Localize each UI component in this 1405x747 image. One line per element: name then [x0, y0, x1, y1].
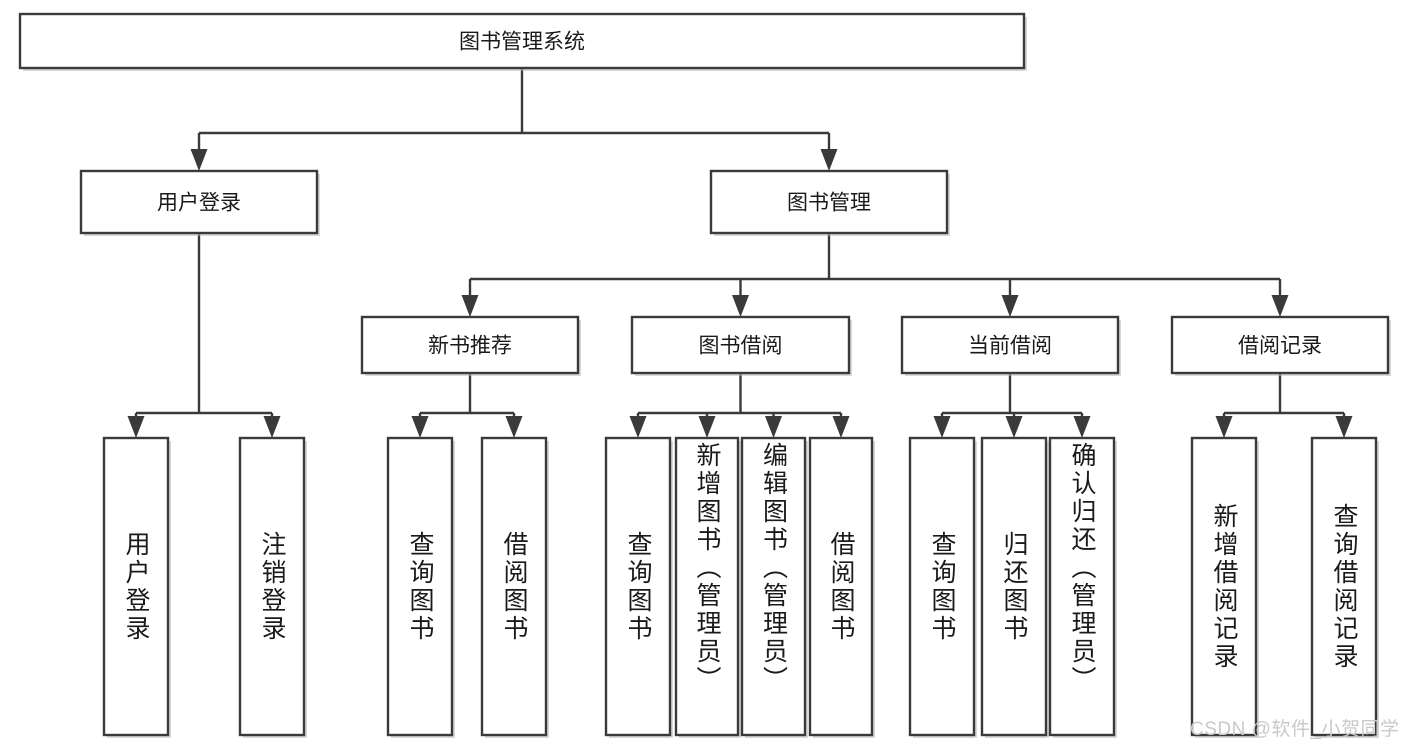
leafgroup-1-to-leaf-0-arrowhead	[411, 416, 429, 438]
leafgroup-4-to-leaf-0-arrowhead	[1215, 416, 1233, 438]
leaf-node-9[interactable]	[980, 436, 1048, 737]
leafgroup-2-to-leaf-2-arrowhead	[765, 416, 782, 438]
connectors-layer	[127, 68, 1353, 438]
leafgroup-3-to-leaf-0-arrowhead	[933, 416, 951, 438]
leafgroup-2-to-leaf-3-arrowhead	[832, 416, 850, 438]
leaf-node-6[interactable]	[740, 436, 807, 737]
node-level3-label-3: 借阅记录	[1238, 335, 1322, 358]
root-to-level2-1-arrowhead	[820, 149, 838, 171]
leaf-node-7[interactable]	[808, 436, 874, 737]
leafgroup-3-to-leaf-2-arrowhead	[1073, 416, 1091, 438]
node-level3-label-1: 图书借阅	[699, 335, 783, 358]
leafgroup-2-to-leaf-0-arrowhead	[629, 416, 647, 438]
node-level3-0[interactable]	[360, 315, 580, 375]
leaf-node-10[interactable]	[1048, 436, 1116, 737]
level2-to-level3-0-arrowhead	[461, 295, 479, 317]
leaf-node-5[interactable]	[674, 436, 740, 737]
node-level3-2[interactable]	[900, 315, 1120, 375]
leaf-node-11[interactable]	[1190, 436, 1258, 737]
leaf-node-3[interactable]	[480, 436, 548, 737]
boxes-layer	[18, 12, 1391, 738]
leafgroup-3-to-leaf-1-arrowhead	[1005, 416, 1023, 438]
leaf-node-2[interactable]	[386, 436, 454, 737]
node-level3-3[interactable]	[1170, 315, 1390, 375]
level2-to-level3-3-arrowhead	[1271, 295, 1289, 317]
leaf-node-12[interactable]	[1310, 436, 1378, 737]
leafgroup-1-to-leaf-1-arrowhead	[505, 416, 523, 438]
node-root[interactable]	[18, 12, 1026, 70]
node-level3-label-0: 新书推荐	[428, 335, 512, 358]
leaf-node-1[interactable]	[238, 436, 306, 737]
node-level2-1[interactable]	[709, 169, 949, 235]
node-root-label: 图书管理系统	[459, 31, 585, 54]
leafgroup-2-to-leaf-1-arrowhead	[698, 416, 716, 438]
node-level2-label-0: 用户登录	[157, 192, 241, 215]
leaf-node-0[interactable]	[102, 436, 170, 737]
node-level2-label-1: 图书管理	[787, 192, 871, 215]
level2-to-level3-2-arrowhead	[1001, 295, 1019, 317]
leafgroup-0-to-leaf-1-arrowhead	[263, 416, 281, 438]
leafgroup-0-to-leaf-0-arrowhead	[127, 416, 145, 438]
root-to-level2-0-arrowhead	[190, 149, 208, 171]
node-level2-0[interactable]	[79, 169, 319, 235]
leaf-node-4[interactable]	[604, 436, 672, 737]
node-level3-1[interactable]	[630, 315, 851, 375]
node-level3-label-2: 当前借阅	[968, 335, 1052, 358]
leafgroup-4-to-leaf-1-arrowhead	[1335, 416, 1353, 438]
level2-to-level3-1-arrowhead	[732, 295, 749, 317]
leaf-node-8[interactable]	[908, 436, 976, 737]
